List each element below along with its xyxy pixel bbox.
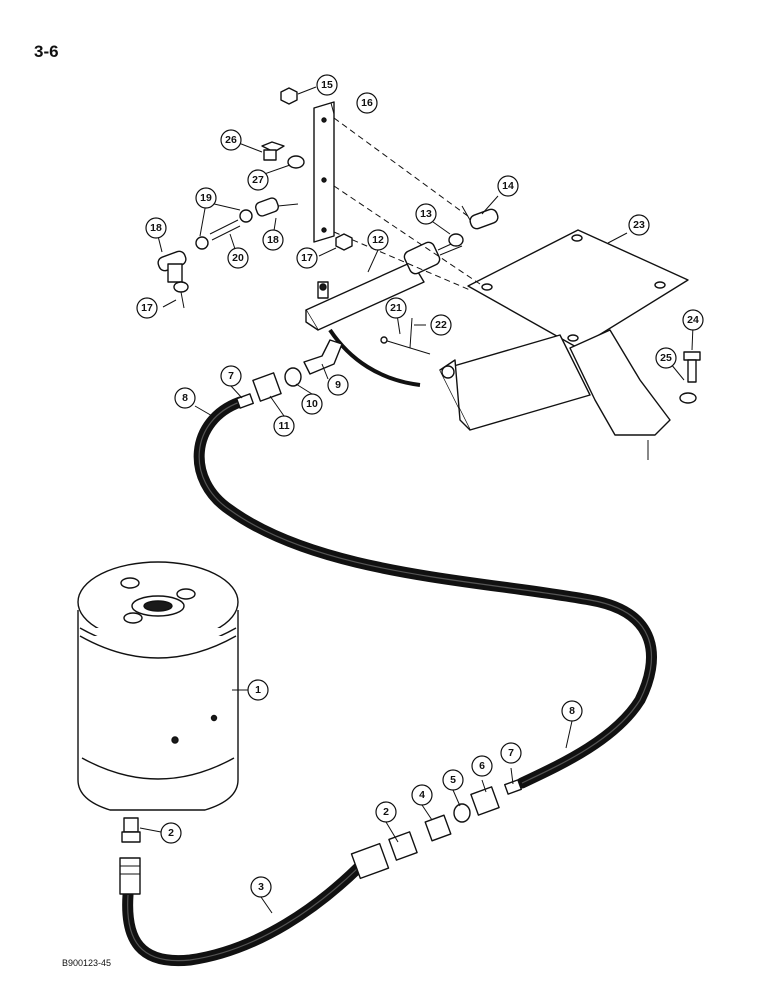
fitting-2-left — [119, 817, 141, 895]
callout-7-lower: 7 — [500, 742, 522, 764]
callout-25: 25 — [655, 347, 677, 369]
callout-13: 13 — [415, 203, 437, 225]
svg-text:12: 12 — [372, 234, 384, 246]
figure-code: B900123-45 — [62, 958, 112, 968]
callout-1: 1 — [247, 679, 269, 701]
callout-7-upper: 7 — [220, 365, 242, 387]
linkage-bar — [313, 101, 335, 243]
accumulator — [77, 561, 239, 811]
callout-18-left: 18 — [145, 217, 167, 239]
callout-22: 22 — [430, 314, 452, 336]
callout-17-left: 17 — [136, 297, 158, 319]
hardware — [157, 87, 701, 404]
callout-23: 23 — [628, 214, 650, 236]
svg-text:18: 18 — [267, 234, 279, 246]
svg-text:27: 27 — [252, 174, 264, 186]
svg-text:19: 19 — [200, 192, 212, 204]
svg-text:1: 1 — [255, 684, 261, 696]
leader-lines — [139, 86, 694, 914]
callout-17-right: 17 — [296, 247, 318, 269]
svg-text:8: 8 — [182, 392, 188, 404]
callout-2-left: 2 — [160, 822, 182, 844]
callout-14: 14 — [497, 175, 519, 197]
callout-4: 4 — [411, 784, 433, 806]
callout-15: 15 — [316, 74, 338, 96]
callout-16: 16 — [356, 92, 378, 114]
svg-text:17: 17 — [301, 252, 313, 264]
svg-text:18: 18 — [150, 222, 162, 234]
callout-8-upper: 8 — [174, 387, 196, 409]
svg-text:26: 26 — [225, 134, 237, 146]
callout-5: 5 — [442, 769, 464, 791]
svg-text:2: 2 — [383, 806, 389, 818]
callout-9: 9 — [327, 374, 349, 396]
svg-text:2: 2 — [168, 827, 174, 839]
svg-text:23: 23 — [633, 219, 645, 231]
svg-text:7: 7 — [508, 747, 514, 759]
lower-fittings — [350, 779, 522, 880]
callout-20: 20 — [227, 247, 249, 269]
svg-text:16: 16 — [361, 97, 373, 109]
hose-lower — [122, 862, 364, 967]
hose-upper — [193, 396, 657, 789]
svg-text:17: 17 — [141, 302, 153, 314]
callout-10: 10 — [301, 393, 323, 415]
callout-18-right: 18 — [262, 229, 284, 251]
callout-12: 12 — [367, 229, 389, 251]
svg-text:8: 8 — [569, 705, 575, 717]
svg-text:10: 10 — [306, 398, 318, 410]
callout-3: 3 — [250, 876, 272, 898]
svg-text:25: 25 — [660, 352, 672, 364]
svg-text:7: 7 — [228, 370, 234, 382]
svg-text:20: 20 — [232, 252, 244, 264]
callout-26: 26 — [220, 129, 242, 151]
callout-21: 21 — [385, 297, 407, 319]
page-number: 3-6 — [34, 42, 59, 61]
svg-text:13: 13 — [420, 208, 432, 220]
svg-text:6: 6 — [479, 760, 485, 772]
callout-24: 24 — [682, 309, 704, 331]
svg-text:24: 24 — [687, 314, 699, 326]
cylinder — [305, 239, 463, 331]
svg-text:4: 4 — [419, 789, 425, 801]
callout-6: 6 — [471, 755, 493, 777]
svg-text:5: 5 — [450, 774, 456, 786]
callout-19: 19 — [195, 187, 217, 209]
svg-text:3: 3 — [258, 881, 264, 893]
svg-text:9: 9 — [335, 379, 341, 391]
mounting-bracket — [439, 229, 689, 460]
svg-text:21: 21 — [390, 302, 402, 314]
svg-text:14: 14 — [502, 180, 514, 192]
callout-11: 11 — [273, 415, 295, 437]
callout-2-right: 2 — [375, 801, 397, 823]
callout-8-lower: 8 — [561, 700, 583, 722]
svg-text:11: 11 — [278, 420, 289, 432]
hose-short — [328, 328, 421, 387]
svg-text:15: 15 — [321, 79, 333, 91]
callout-27: 27 — [247, 169, 269, 191]
svg-text:22: 22 — [435, 319, 447, 331]
